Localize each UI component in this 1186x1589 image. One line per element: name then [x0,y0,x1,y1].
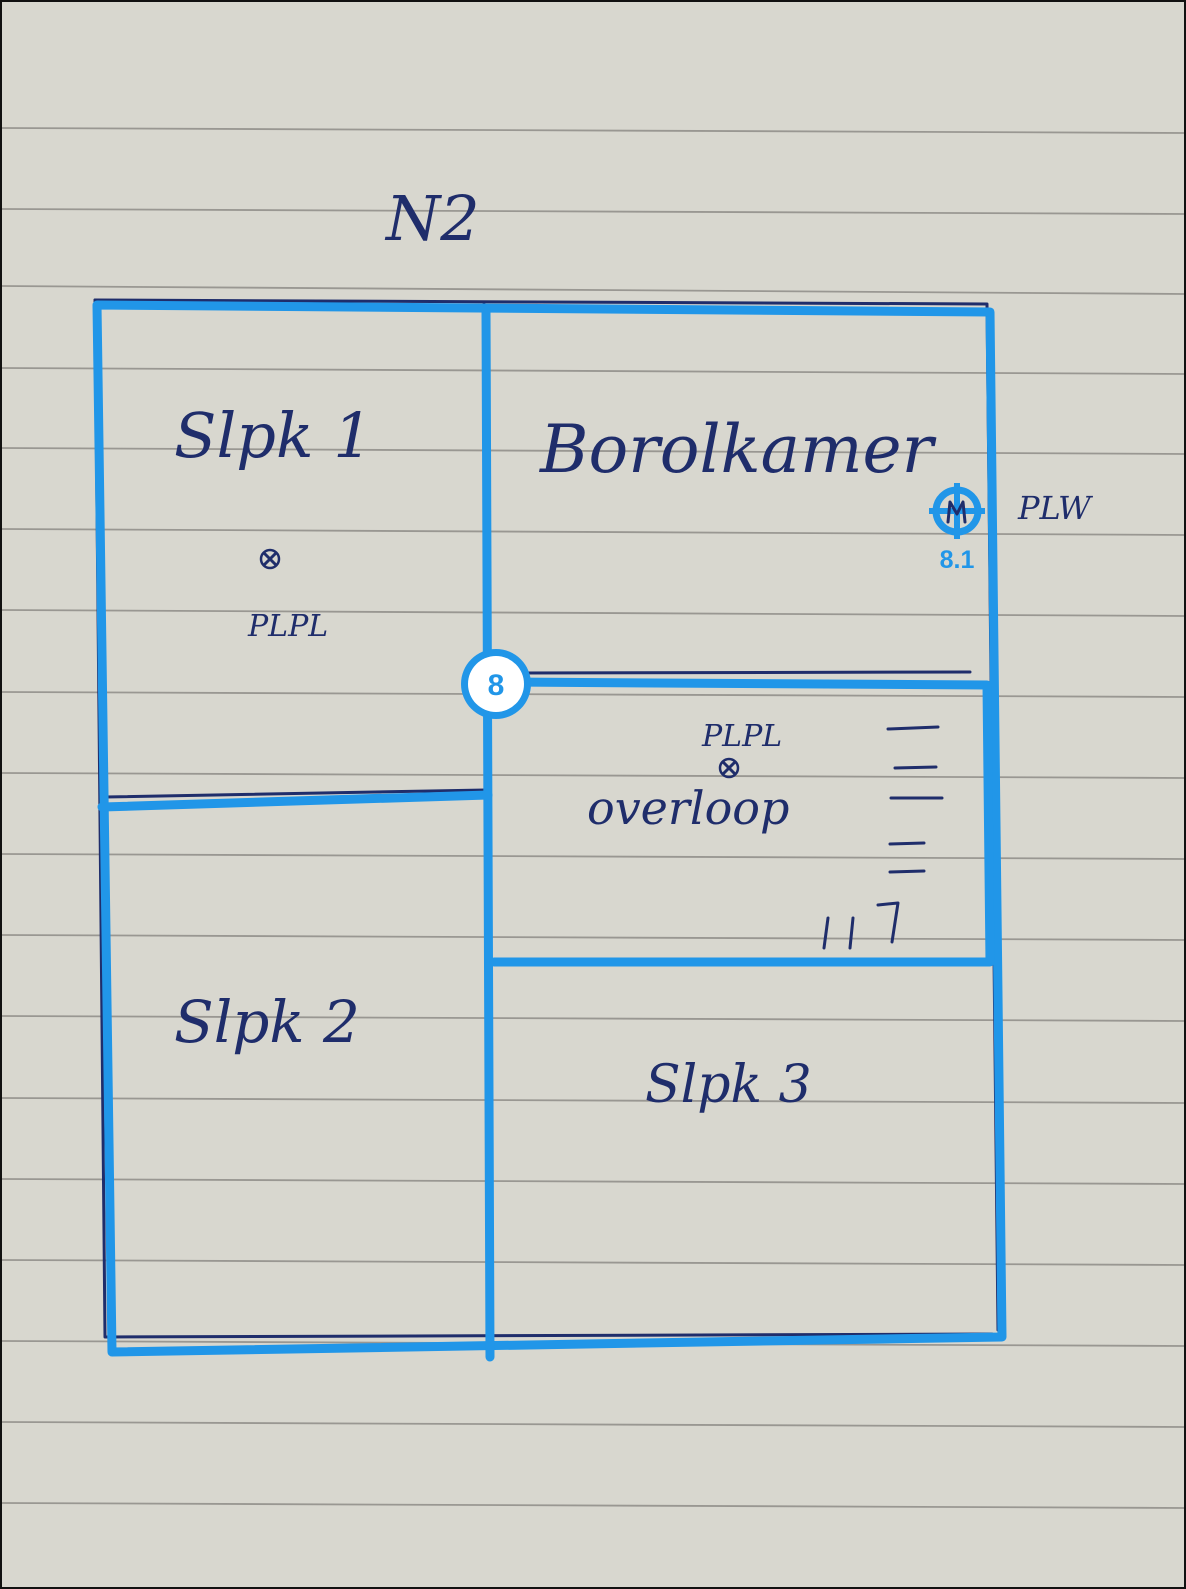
crosshair-target-icon[interactable] [929,483,985,539]
plan-overlay [92,300,1007,1362]
room-label-slpk1: Slpk 1 [174,399,373,472]
room-label-slpk3: Slpk 3 [645,1055,812,1115]
note-plw: PLW [1017,489,1094,527]
room-label-borolkamer: Borolkamer [539,411,937,488]
ruled-lines [2,127,1184,1509]
marker-sub-label: 8.1 [940,546,975,574]
fixture-symbol-slpk1 [259,548,281,570]
marker-main-label: 8 [488,669,505,702]
room-label-overloop: overloop [587,781,789,835]
note-plpl-slpk1: PLPL [247,609,328,644]
floor-label: N2 [384,182,480,255]
fixture-symbol-overloop [718,757,740,779]
note-plpl-overloop: PLPL [701,719,782,754]
stairs-icon [822,725,944,950]
numbered-circle-icon[interactable]: 8 [461,649,531,719]
room-label-slpk2: Slpk 2 [174,988,360,1056]
